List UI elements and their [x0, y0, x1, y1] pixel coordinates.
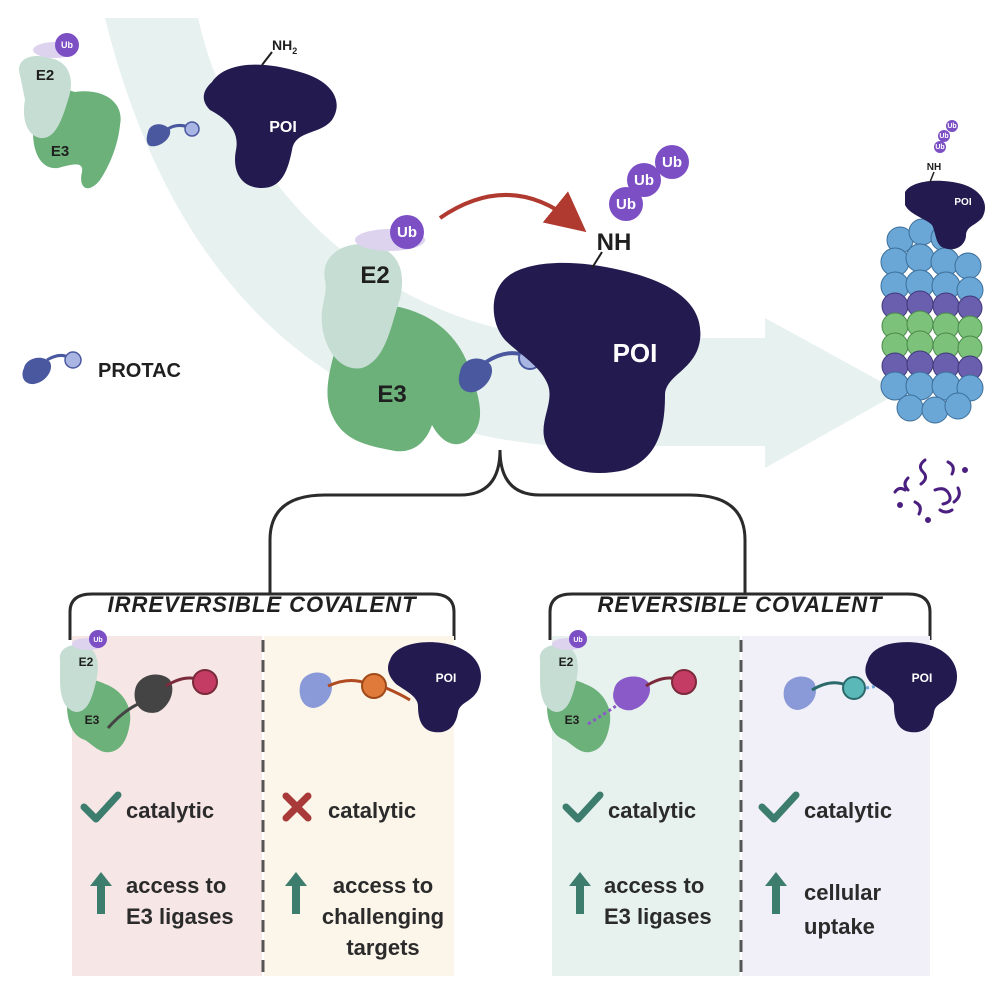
poi-top: [203, 64, 337, 188]
ub-label-center: Ub: [397, 224, 417, 241]
p1-covalent-protac: [106, 669, 218, 729]
p3-ub-label: Ub: [573, 637, 582, 644]
ub-chain-3: [655, 145, 689, 179]
arrow-up-icon: [90, 872, 112, 914]
p3-catalytic: catalytic: [608, 798, 696, 823]
nh-label-right: NH: [927, 162, 941, 173]
p1-access-line2: E3 ligases: [126, 904, 234, 929]
check-icon: [562, 791, 604, 823]
ub-chain-2-label: Ub: [634, 172, 654, 189]
check-icon: [80, 791, 122, 823]
brace-irreversible: [68, 592, 456, 640]
ub-right-1: [934, 141, 946, 153]
cross-icon: [282, 792, 312, 822]
p4-poi: [865, 642, 958, 733]
p3-access-line2: E3 ligases: [604, 904, 712, 929]
p2-access-line1: access to: [333, 873, 433, 898]
poi-label-right: POI: [954, 197, 971, 208]
ub-chain-3-label: Ub: [662, 154, 682, 171]
e2-label-small: E2: [36, 67, 54, 84]
p3-access-line1: access to: [604, 873, 704, 898]
nh2-bond: [261, 51, 273, 66]
poi-small-right: [905, 180, 986, 250]
ub-chain-2: [627, 163, 661, 197]
ub-chain-1-label: Ub: [616, 196, 636, 213]
ub-center: [390, 215, 424, 249]
p1-access-line1: access to: [126, 873, 226, 898]
p3-e2-label: E2: [559, 655, 574, 669]
protac-small-top: [146, 121, 200, 147]
ub-right-2: [938, 130, 950, 142]
ub-right-2-label: Ub: [939, 133, 948, 140]
arrow-up-icon: [285, 872, 307, 914]
protac-legend-icon: [22, 351, 82, 385]
nh-bond: [591, 251, 603, 269]
e2-label-center: E2: [360, 262, 389, 289]
ub-label-small: Ub: [61, 40, 73, 50]
p1-e3-label: E3: [85, 713, 100, 727]
title-reversible: REVERSIBLE COVALENT: [597, 592, 883, 617]
e2-enzyme-small: [19, 55, 71, 139]
p3-reversible-protac: [587, 669, 697, 726]
main-brace: [268, 449, 747, 594]
poi-label-top: POI: [269, 119, 297, 136]
brace-reversible: [548, 592, 932, 640]
p4-catalytic: catalytic: [804, 798, 892, 823]
p2-access-line2: challenging: [322, 904, 444, 929]
p4-poi-label: POI: [912, 671, 933, 685]
flow-arrow: [105, 18, 900, 468]
p2-access-line3: targets: [346, 935, 419, 960]
p4-uptake-line1: cellular: [804, 880, 881, 905]
ub-right-3: [946, 120, 958, 132]
e3-label-center: E3: [377, 381, 406, 408]
check-icon: [758, 791, 800, 823]
nh2-label: NH2: [272, 37, 297, 56]
protac-legend-label: PROTAC: [98, 360, 181, 382]
ub-right-1-label: Ub: [935, 144, 944, 151]
p2-covalent-protac: [299, 672, 411, 708]
p1-catalytic: catalytic: [126, 798, 214, 823]
e3-label-small: E3: [51, 143, 69, 160]
p3-e3-label: E3: [565, 713, 580, 727]
p1-e3: [59, 630, 131, 753]
nh-bond-right: [929, 171, 935, 183]
poi-label-center: POI: [613, 338, 658, 368]
ub-chain-1: [609, 187, 643, 221]
p2-poi-label: POI: [436, 671, 457, 685]
title-irreversible: IRREVERSIBLE COVALENT: [107, 592, 417, 617]
p3-e3: [539, 630, 611, 753]
p1-ub-label: Ub: [93, 637, 102, 644]
p1-e2-label: E2: [79, 655, 94, 669]
nh-label: NH: [597, 229, 632, 256]
arrow-up-icon: [569, 872, 591, 914]
arrow-up-icon: [765, 872, 787, 914]
e2-enzyme-center: [321, 244, 403, 369]
ub-transfer-arrow: [438, 191, 587, 233]
ub-right-3-label: Ub: [947, 123, 956, 130]
ub-small: [55, 33, 79, 57]
p2-poi: [388, 642, 482, 733]
poi-center: [493, 262, 701, 474]
proteasome: [880, 218, 984, 424]
p2-catalytic: catalytic: [328, 798, 416, 823]
peptide-fragments: [893, 458, 968, 523]
p4-uptake-line2: uptake: [804, 914, 875, 939]
